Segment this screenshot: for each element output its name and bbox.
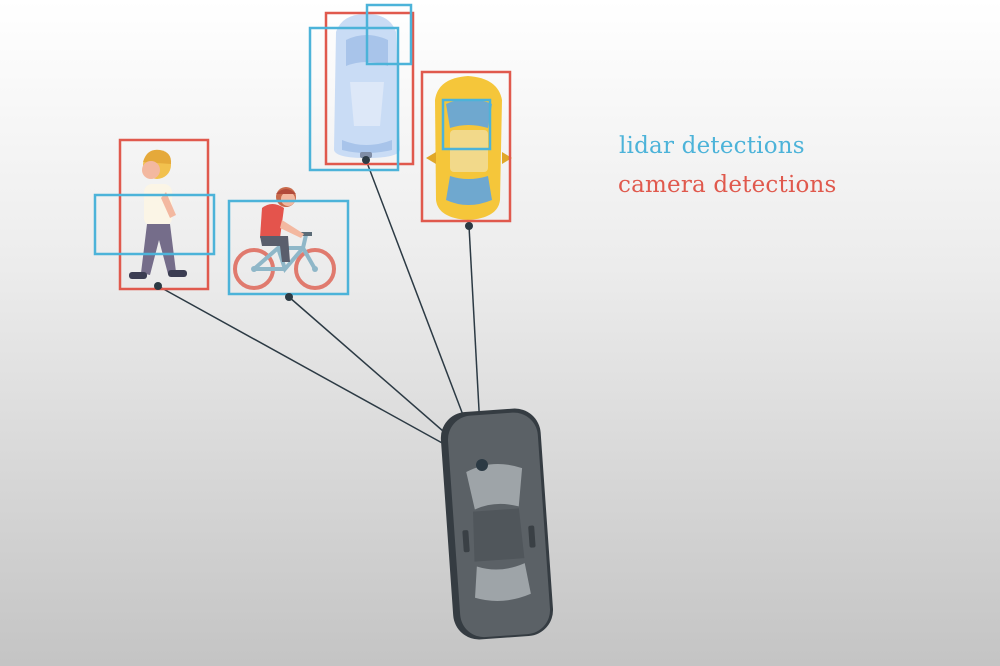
pedestrian-icon xyxy=(129,149,187,279)
legend-camera-label: camera detections xyxy=(618,172,837,198)
lidar-box-yellow-car xyxy=(441,98,492,151)
camera-box-yellow-car xyxy=(420,70,512,223)
anchor-dot-pedestrian xyxy=(154,282,162,290)
connector-pedestrian xyxy=(157,285,483,466)
anchor-dot-yellow-car xyxy=(465,222,473,230)
lidar-box-van xyxy=(308,26,400,172)
legend-lidar-label: lidar detections xyxy=(619,133,805,159)
cyclist-icon xyxy=(233,187,336,290)
ego-car-icon xyxy=(440,408,554,640)
camera-box-pedestrian xyxy=(118,138,210,291)
camera-boxes xyxy=(118,11,512,291)
camera-box-van xyxy=(324,11,415,166)
lidar-box-van-small xyxy=(365,3,413,66)
anchor-dot-cyclist xyxy=(285,293,293,301)
anchor-dot-ego xyxy=(476,459,488,471)
anchor-dots xyxy=(154,156,488,471)
lidar-box-pedestrian xyxy=(93,193,216,256)
van-icon xyxy=(334,14,400,158)
anchor-dot-van xyxy=(362,156,370,164)
connector-lines xyxy=(157,159,483,466)
